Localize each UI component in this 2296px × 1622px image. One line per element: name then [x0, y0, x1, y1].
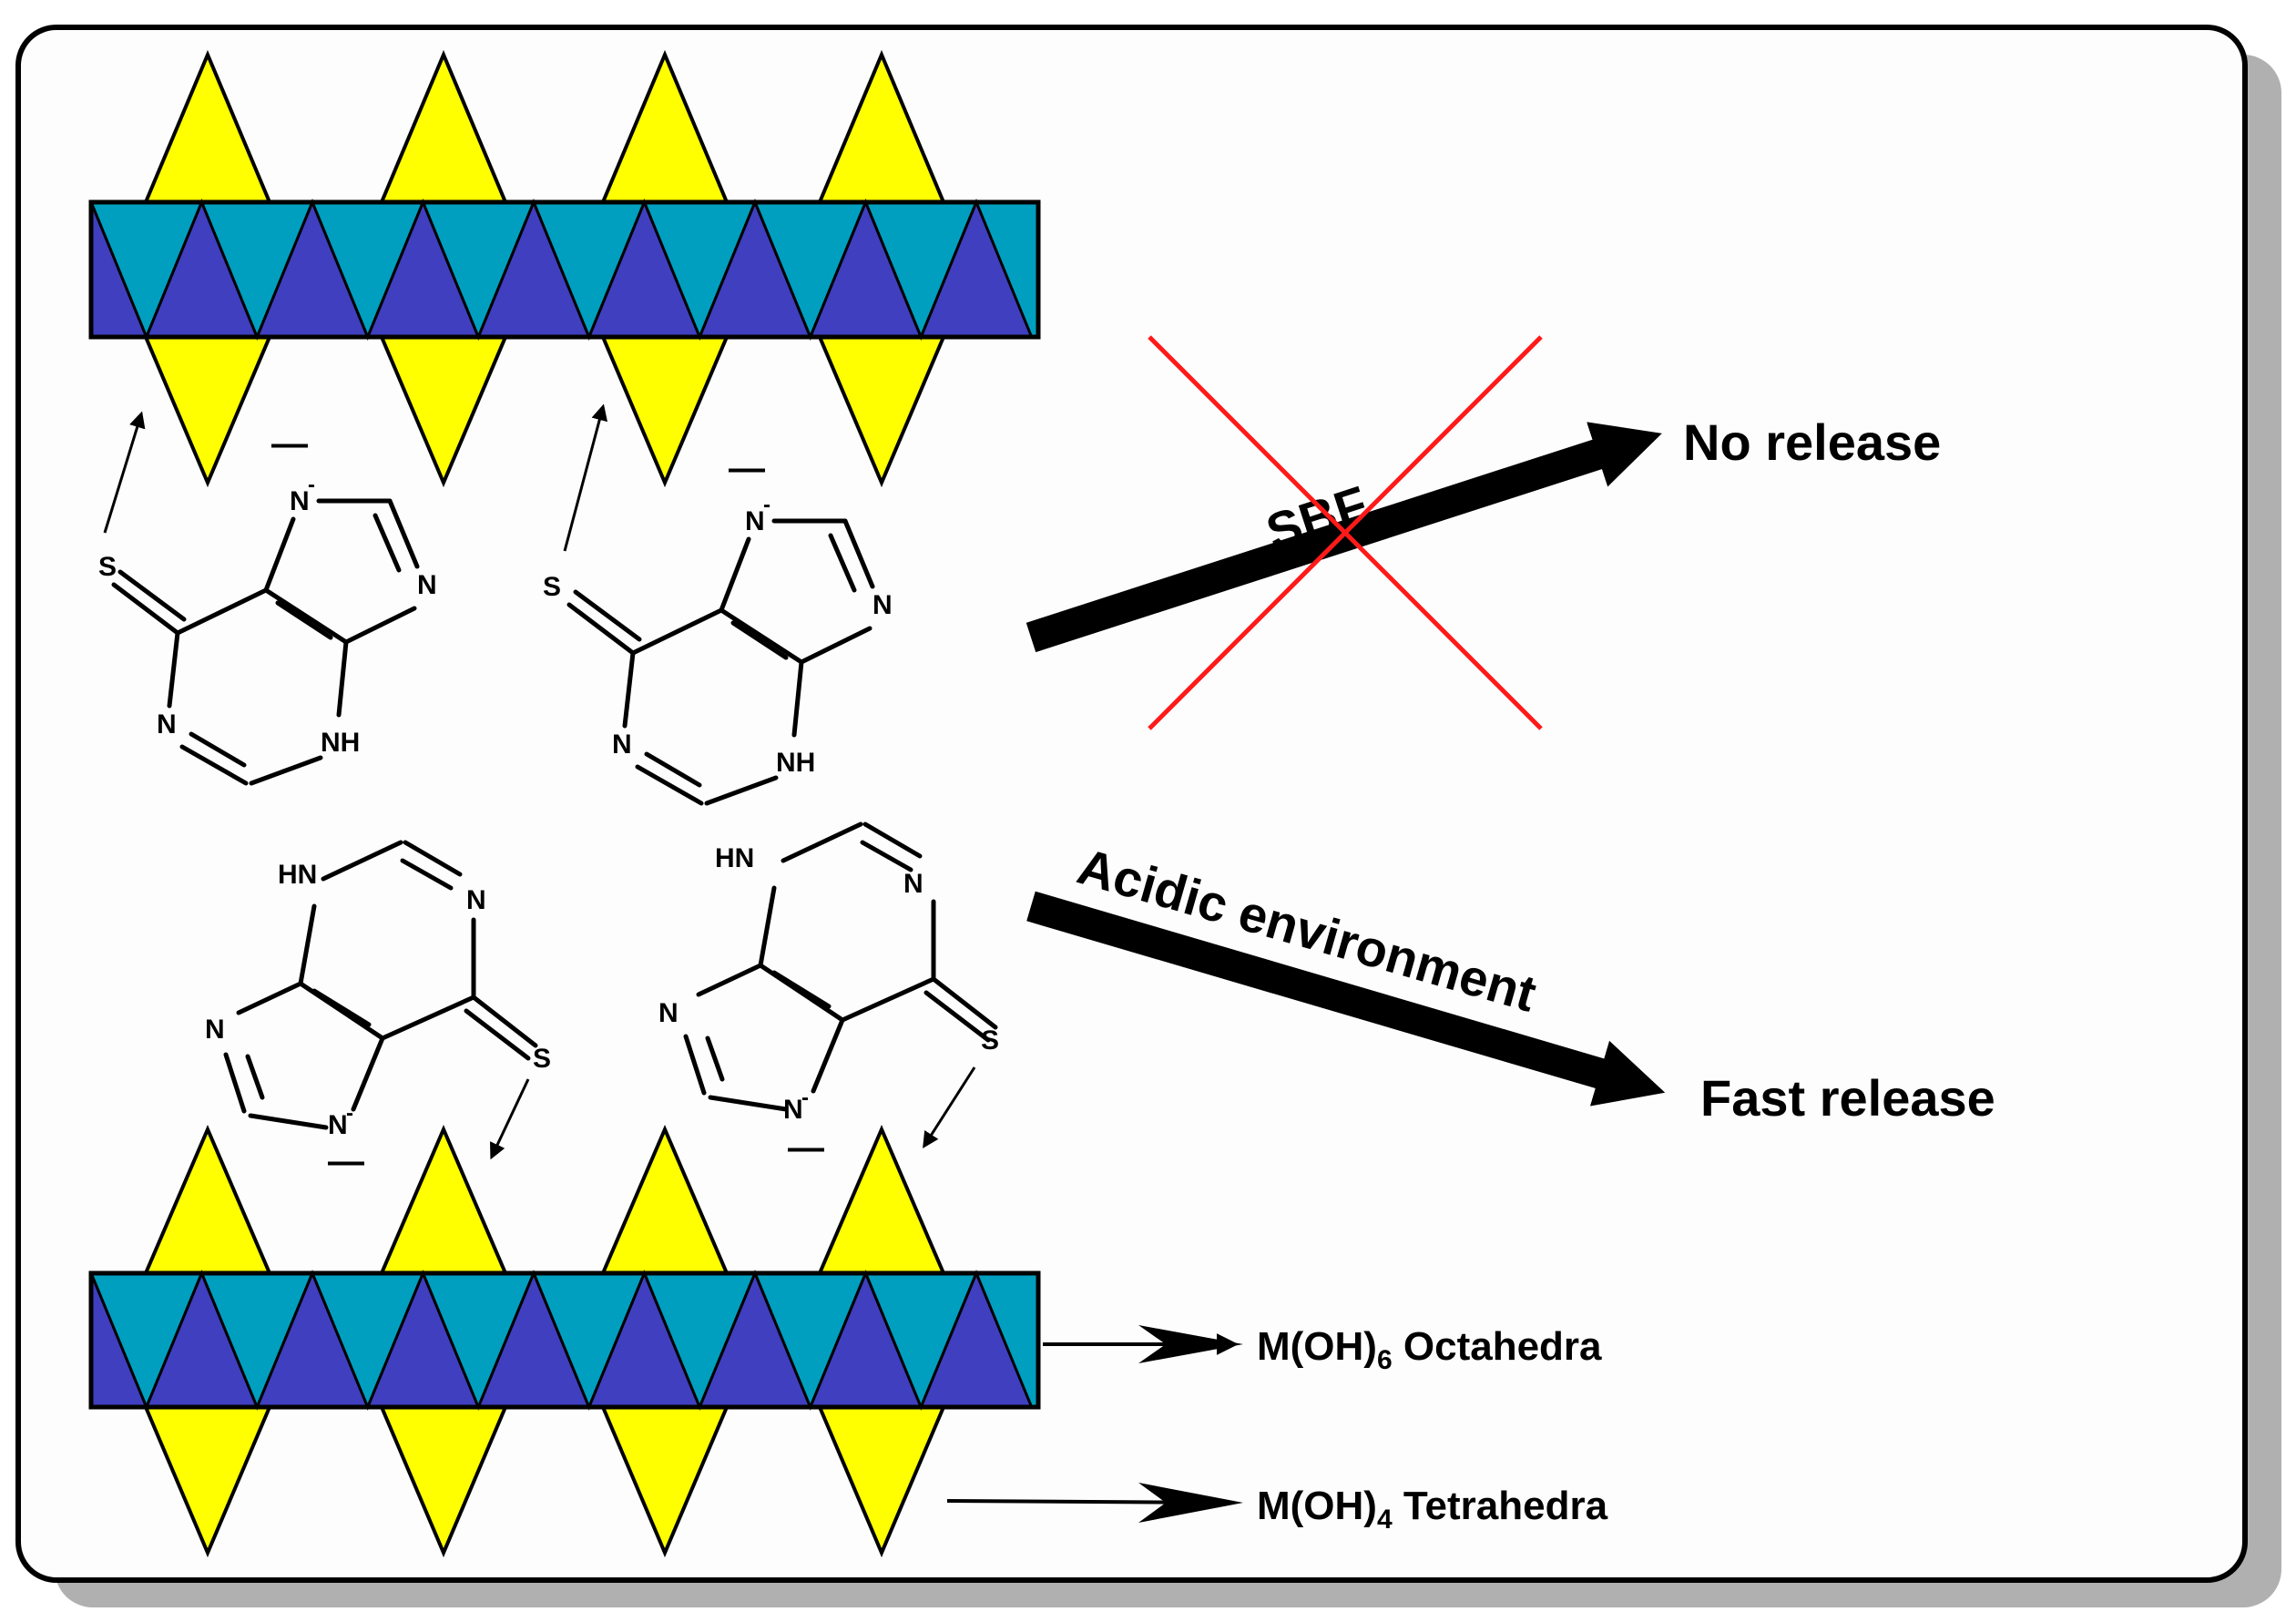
charge-superscript: - [763, 493, 770, 517]
thiopurine-anion-3: HN N S N N - — [205, 840, 551, 1181]
sbf-arrow [1026, 422, 1662, 653]
hn-group: HN [715, 843, 754, 873]
thiopurine-anion-2: S N NH N N - — [543, 403, 893, 806]
octahedra-legend-label: M(OH)6 Octahedra [1257, 1324, 1602, 1375]
hn-group: HN [278, 860, 317, 890]
charge-superscript: - [346, 1101, 353, 1126]
thiopurine-anion-4: HN N S N N - — [658, 821, 999, 1168]
charge-bar: — [729, 448, 765, 488]
anionic-nitrogen-atom: N [783, 1095, 803, 1125]
nitrogen-atom: N [872, 590, 893, 620]
sulfur-atom: S [543, 572, 561, 602]
sulfur-atom: S [98, 552, 117, 582]
nitrogen-atom: N [417, 570, 437, 600]
tetrahedra-legend-label: M(OH)4 Tetrahedra [1257, 1484, 1608, 1535]
nitrogen-atom: N [612, 729, 632, 760]
charge-superscript: - [801, 1086, 809, 1110]
charge-bar: — [788, 1127, 824, 1168]
charge-bar: — [271, 423, 308, 464]
nitrogen-atom: N [658, 998, 679, 1028]
binding-arrow [923, 1066, 976, 1149]
nitrogen-atom: N [903, 869, 924, 899]
anionic-nitrogen-atom: N [745, 506, 765, 536]
frame [15, 25, 2248, 1583]
bottom-layer-sheet [88, 1124, 1041, 1558]
top-layer-sheet [88, 49, 1041, 488]
thiopurine-anion-1: S N NH N N - — [98, 411, 437, 786]
sulfur-atom: S [981, 1025, 999, 1056]
nh-group: NH [321, 728, 360, 758]
tetrahedra-arrow-head [1138, 1483, 1243, 1523]
nitrogen-atom: N [157, 709, 177, 740]
cross-line-2 [1148, 335, 1543, 730]
nitrogen-atom: N [466, 885, 486, 915]
binding-arrow [103, 411, 146, 534]
sulfur-atom: S [533, 1044, 551, 1074]
binding-arrow [563, 403, 607, 552]
charge-superscript: - [308, 473, 315, 497]
anionic-nitrogen-atom: N [328, 1110, 348, 1140]
no-release-label: No release [1683, 413, 1941, 471]
octahedra-arrow-head [1138, 1325, 1243, 1363]
nitrogen-atom: N [205, 1015, 225, 1045]
binding-arrow [489, 1078, 530, 1160]
nh-group: NH [776, 748, 815, 778]
fast-release-label: Fast release [1700, 1069, 1995, 1127]
anionic-nitrogen-atom: N [290, 486, 310, 516]
acidic-arrow [1026, 891, 1666, 1107]
charge-bar: — [328, 1141, 364, 1181]
